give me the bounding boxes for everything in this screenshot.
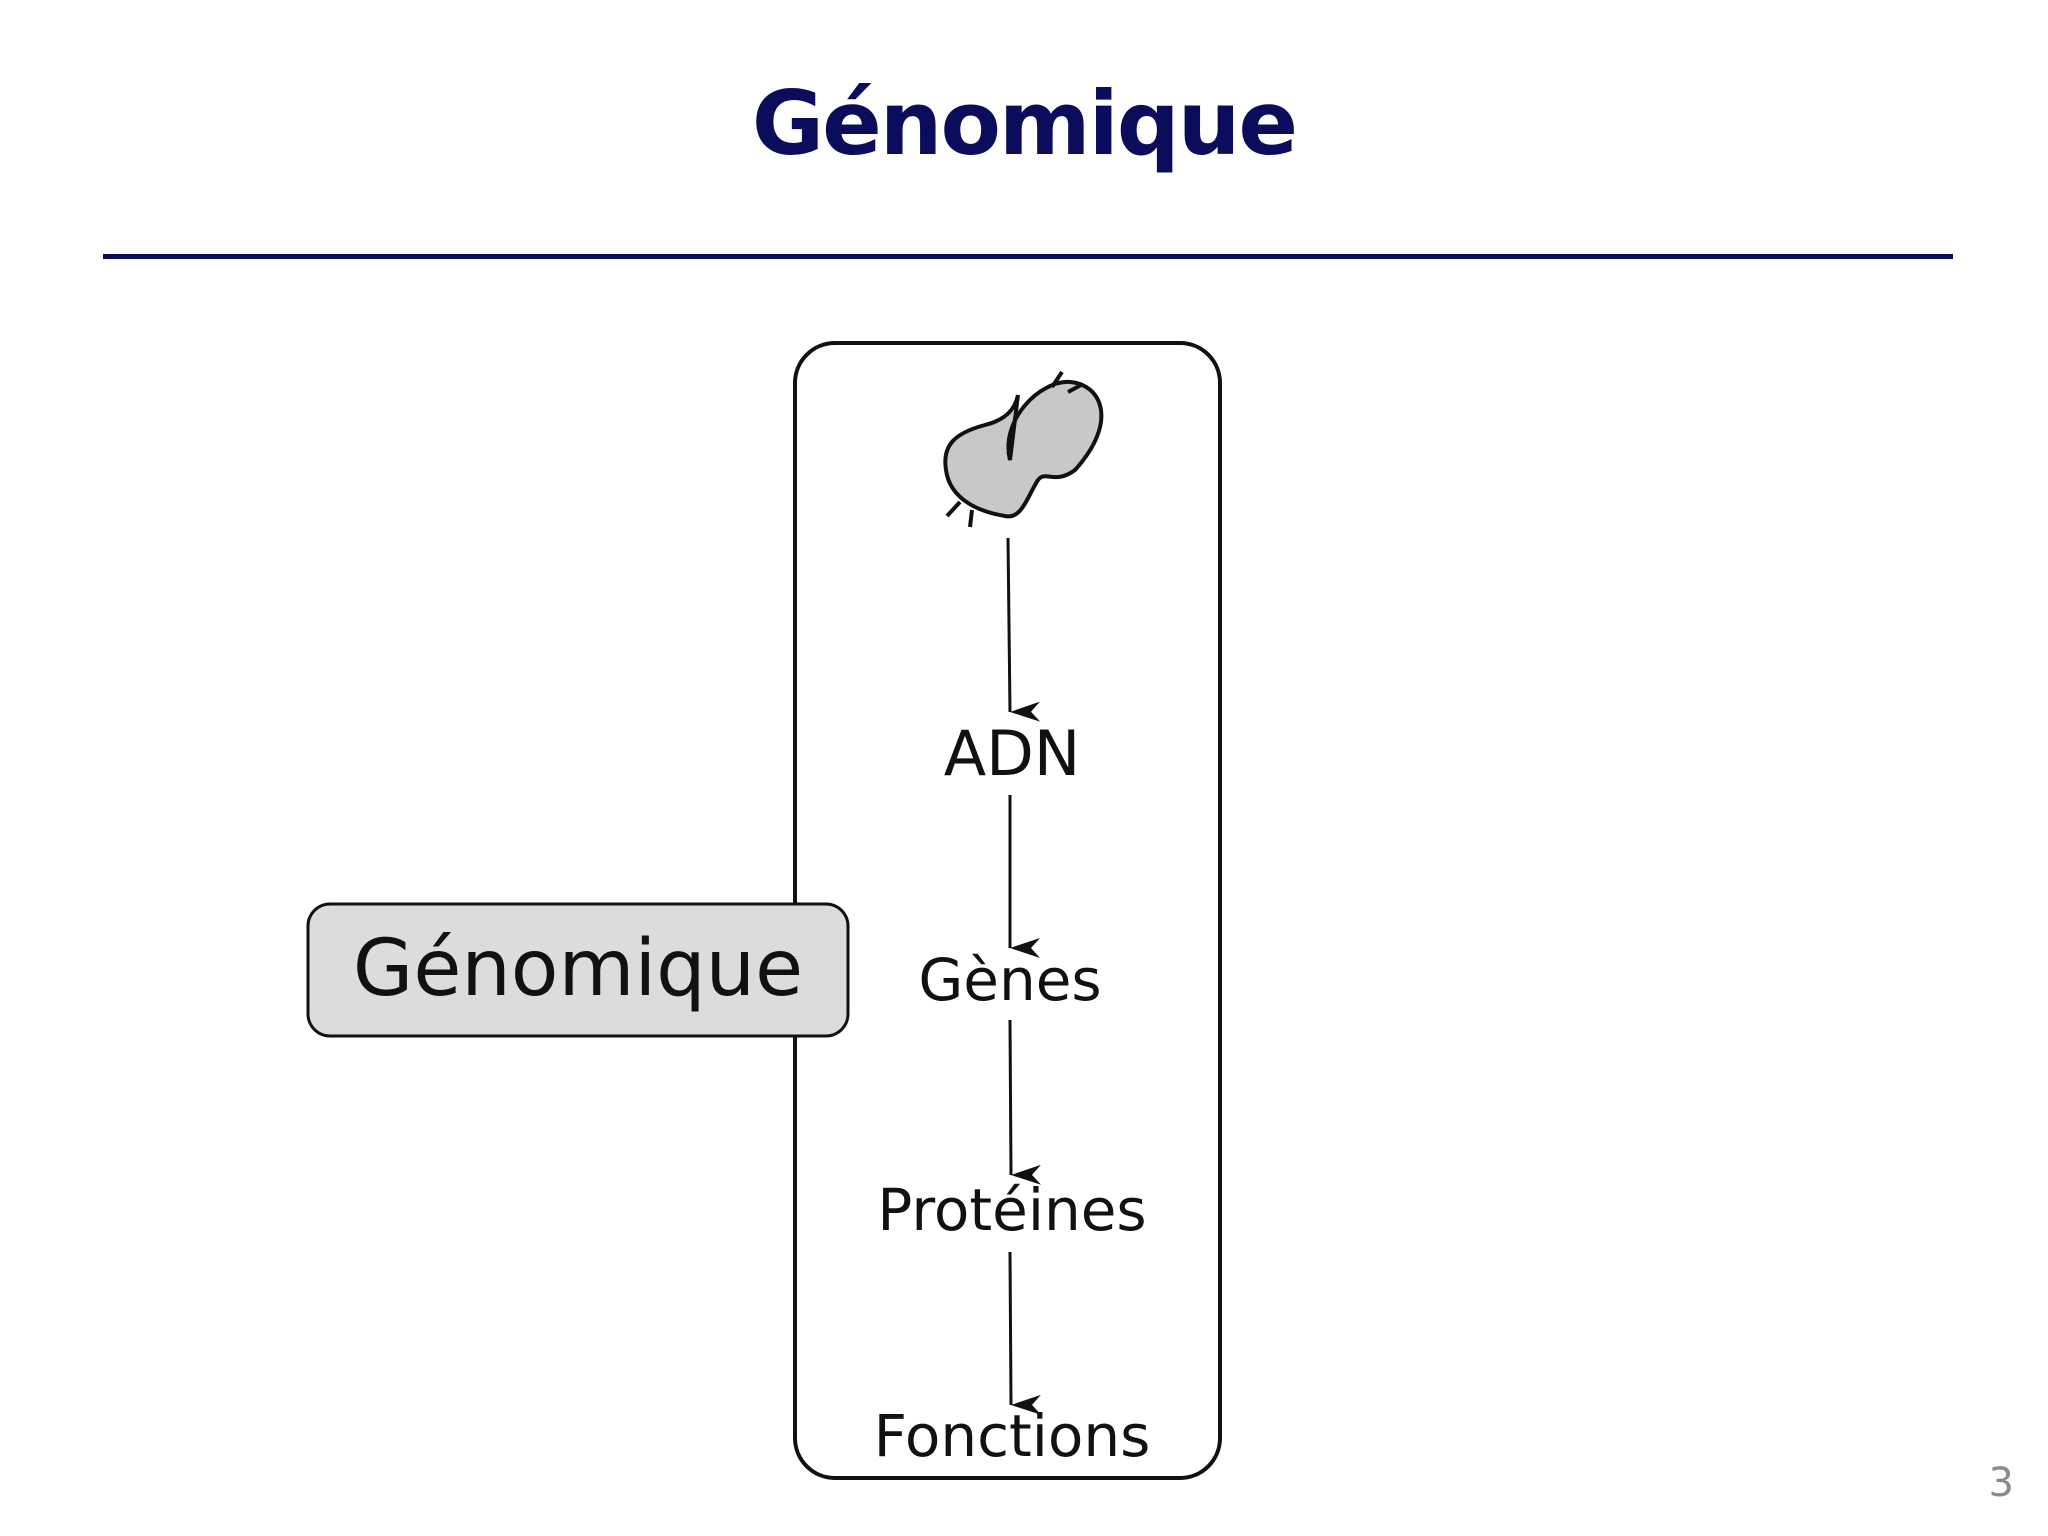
genomique-highlight-label: Génomique — [353, 924, 803, 1014]
step-fonctions: Fonctions — [874, 1402, 1151, 1470]
step-proteines: Protéines — [877, 1176, 1146, 1244]
arrow-organism-to-adn — [1006, 537, 1041, 722]
title-divider — [103, 254, 1953, 259]
step-adn: ADN — [944, 717, 1081, 790]
genomique-highlight-box — [306, 902, 850, 1038]
slide-title: Génomique — [751, 72, 1298, 175]
arrow-proteines-to-fonctions — [1008, 1251, 1042, 1415]
bacterium-icon — [943, 370, 1104, 528]
step-genes: Gènes — [918, 946, 1101, 1014]
page-number: 3 — [1988, 1460, 2014, 1506]
arrow-genes-to-proteines — [1008, 1019, 1042, 1185]
